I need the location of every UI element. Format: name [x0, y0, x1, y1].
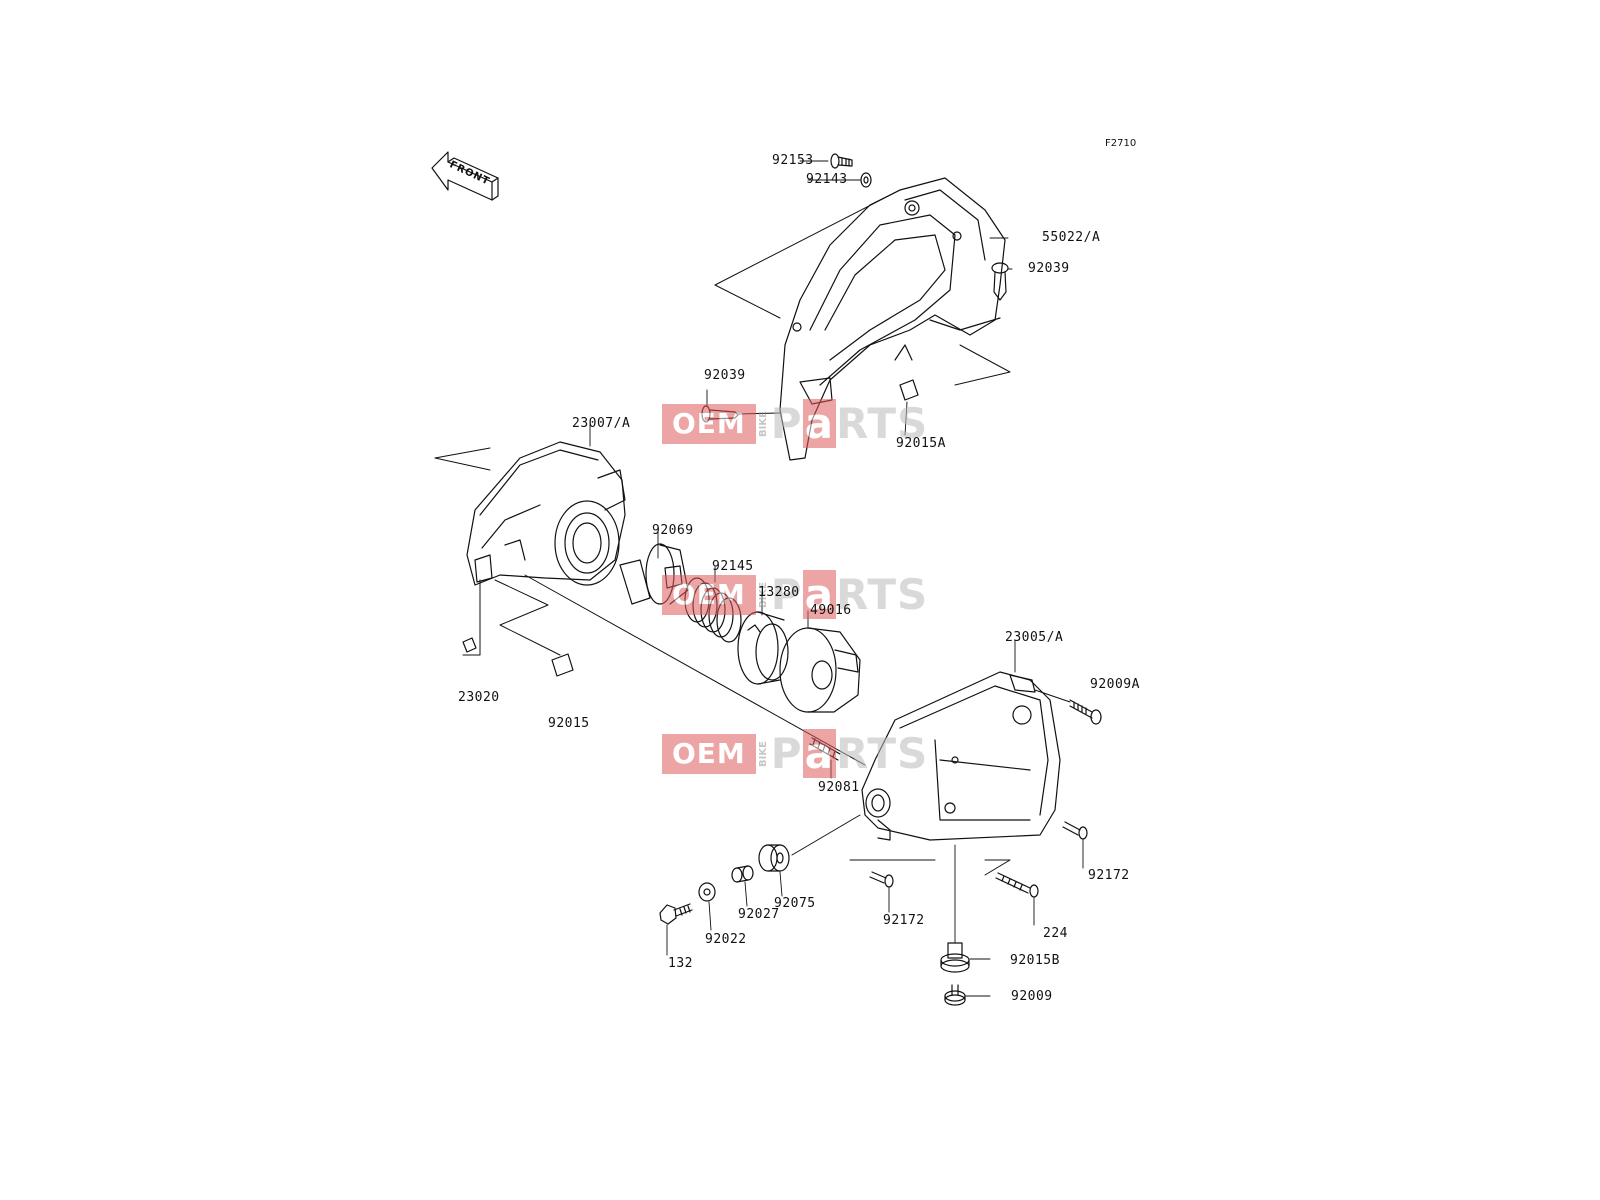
callout-92015b[interactable]: 92015B	[1010, 953, 1060, 968]
screw-224-icon	[995, 872, 1039, 898]
grommet-92075-icon	[758, 844, 790, 872]
callout-92143[interactable]: 92143	[806, 172, 848, 187]
callout-92009[interactable]: 92009	[1011, 989, 1053, 1004]
screw-92172-right-icon	[1062, 821, 1088, 840]
callout-13280[interactable]: 13280	[758, 585, 800, 600]
callout-224[interactable]: 224	[1043, 926, 1068, 941]
callout-23007a[interactable]: 23007/A	[572, 416, 631, 431]
washer-92022-icon	[698, 882, 716, 902]
front-arrow-icon	[431, 151, 499, 201]
bolt-92009-icon	[944, 984, 966, 1006]
ring-13280-icon	[737, 611, 789, 685]
clip-92015-icon	[551, 653, 574, 677]
cap-49016-icon	[779, 627, 861, 713]
callout-92015a[interactable]: 92015A	[896, 436, 946, 451]
nut-92015a-icon	[899, 379, 919, 401]
callout-23005a[interactable]: 23005/A	[1005, 630, 1064, 645]
callout-92015[interactable]: 92015	[548, 716, 590, 731]
screw-92172-center-icon	[869, 871, 894, 888]
callout-92153[interactable]: 92153	[772, 153, 814, 168]
callout-55022a[interactable]: 55022/A	[1042, 230, 1101, 245]
headlight-housing-part	[466, 441, 626, 586]
collar-92027-icon	[731, 865, 754, 883]
callout-49016[interactable]: 49016	[810, 603, 852, 618]
collar-92015b-icon	[940, 942, 970, 973]
lower-housing-part	[861, 671, 1061, 841]
bolt-132-icon	[659, 903, 693, 925]
bolt-92153-icon	[830, 153, 853, 169]
figure-id: F2710	[1105, 138, 1137, 149]
callout-92145[interactable]: 92145	[712, 559, 754, 574]
callout-92022[interactable]: 92022	[705, 932, 747, 947]
washer-92143-icon	[860, 172, 872, 188]
spring-92145-icon	[684, 577, 742, 643]
leader-lines	[589, 160, 1084, 997]
screw-92009a-icon	[1069, 699, 1102, 725]
callout-92027[interactable]: 92027	[738, 907, 780, 922]
nut-23020-icon	[462, 637, 477, 653]
clip-92039-left-icon	[701, 405, 739, 423]
callout-92009a[interactable]: 92009A	[1090, 677, 1140, 692]
callout-92075[interactable]: 92075	[774, 896, 816, 911]
callout-92039-right[interactable]: 92039	[1028, 261, 1070, 276]
callout-92081[interactable]: 92081	[818, 780, 860, 795]
callout-132[interactable]: 132	[668, 956, 693, 971]
clip-92039-right-icon	[991, 262, 1009, 301]
cowl-cover-part	[779, 177, 1006, 461]
callout-23020[interactable]: 23020	[458, 690, 500, 705]
callout-92172-center[interactable]: 92172	[883, 913, 925, 928]
bulb-92069-icon	[619, 543, 689, 605]
callout-92172-right[interactable]: 92172	[1088, 868, 1130, 883]
callout-92069[interactable]: 92069	[652, 523, 694, 538]
callout-92039-left[interactable]: 92039	[704, 368, 746, 383]
